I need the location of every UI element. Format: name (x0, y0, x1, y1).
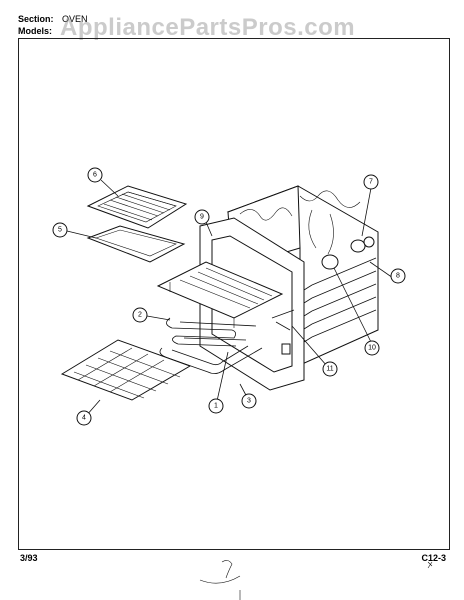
callout-4-label: 4 (82, 415, 86, 422)
callout-1-label: 1 (214, 403, 218, 410)
callout-9: 9 (194, 209, 210, 225)
watermark: AppliancePartsPros.com (60, 14, 356, 41)
models-heading: Models: (18, 26, 52, 37)
bake-element (159, 317, 263, 374)
diagram-frame (18, 38, 450, 550)
callout-10: 10 (364, 340, 380, 356)
callout-6: 6 (87, 167, 103, 183)
callout-2-label: 2 (138, 312, 142, 319)
callout-10-label: 10 (368, 345, 376, 352)
broil-pan (86, 225, 186, 263)
handwritten-mark (199, 560, 433, 600)
callout-6-label: 6 (93, 172, 97, 179)
models-label: Models: (18, 26, 53, 36)
callout-3: 3 (241, 393, 257, 409)
section-heading: Section: OVEN (18, 14, 88, 25)
oven-rack (60, 339, 192, 401)
callout-1: 1 (208, 398, 224, 414)
callout-11: 11 (322, 361, 338, 377)
section-label: Section: (18, 14, 54, 24)
leader-lines (66, 179, 394, 417)
callout-8-label: 8 (396, 273, 400, 280)
broil-pan-grid (86, 185, 188, 229)
callout-11-label: 11 (326, 366, 333, 373)
callout-3-label: 3 (247, 398, 251, 405)
sensor-bracket (271, 309, 295, 355)
upper-rack (156, 261, 284, 328)
footer-page-code: C12-3 (421, 553, 446, 563)
callout-7-label: 7 (369, 179, 373, 186)
callout-4: 4 (76, 410, 92, 426)
callout-8: 8 (390, 268, 406, 284)
footer-date: 3/93 (20, 553, 38, 563)
callout-9-label: 9 (200, 214, 204, 221)
callout-2: 2 (132, 307, 148, 323)
callout-7: 7 (363, 174, 379, 190)
callout-5: 5 (52, 222, 68, 238)
section-value: OVEN (62, 14, 88, 24)
callout-5-label: 5 (58, 227, 62, 234)
